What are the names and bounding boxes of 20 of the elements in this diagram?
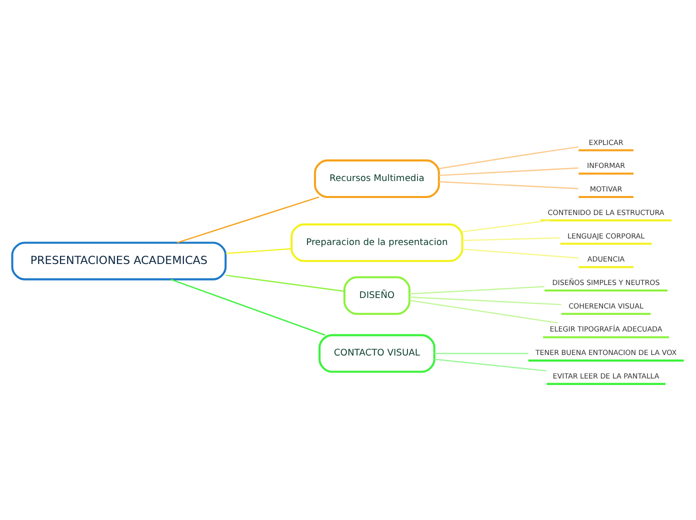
- connector: [434, 358, 547, 372]
- connector: [226, 248, 292, 254]
- connector: [439, 167, 578, 176]
- node-box: CONTACTO VISUAL: [318, 334, 436, 373]
- connector: [462, 220, 550, 232]
- node-box: PRESENTACIONES ACADEMICAS: [11, 242, 227, 280]
- connector: [462, 248, 579, 259]
- connector: [462, 237, 560, 242]
- connector: [410, 286, 544, 294]
- node-box: Recursos Multimedia: [314, 159, 440, 198]
- connector: [176, 196, 320, 244]
- node-box: DISEÑO: [343, 276, 410, 315]
- connector: [170, 278, 326, 336]
- node-box: Preparacion de la presentacion: [290, 223, 464, 262]
- connector: [438, 146, 578, 170]
- connector: [434, 352, 528, 354]
- connector: [410, 296, 562, 306]
- connector: [226, 274, 344, 292]
- connector: [439, 181, 578, 190]
- connector: [409, 300, 558, 324]
